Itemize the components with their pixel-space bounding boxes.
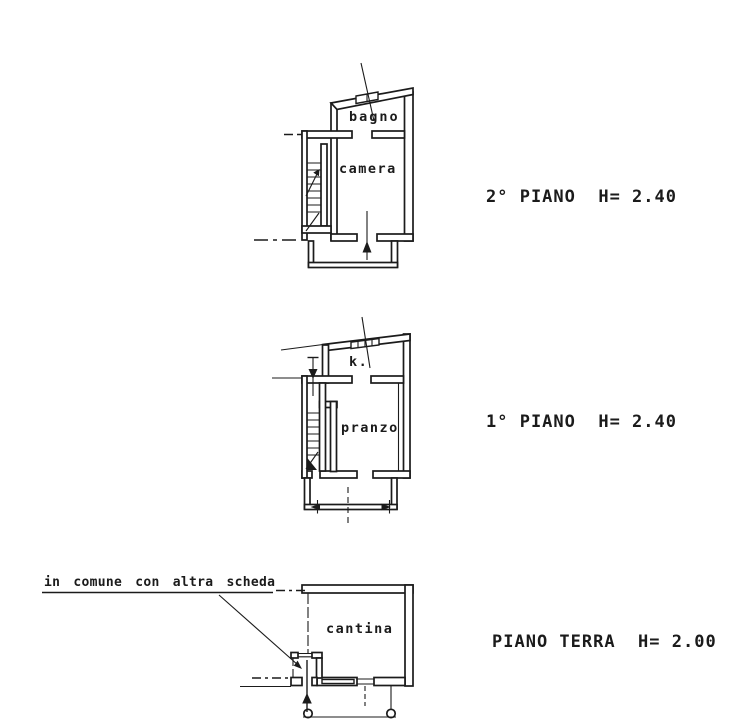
datum-dashes bbox=[240, 589, 309, 688]
shared-stair-room bbox=[290, 651, 323, 687]
porch-columns bbox=[302, 686, 397, 719]
partition-walls bbox=[301, 130, 406, 139]
floor-label-first-floor: 1° PIANO H= 2.40 bbox=[486, 412, 677, 432]
leader-line bbox=[361, 316, 371, 369]
staircase bbox=[301, 375, 327, 479]
datum-dashes bbox=[254, 133, 302, 241]
room-label-camera: camera bbox=[339, 161, 397, 177]
outer-walls bbox=[280, 333, 411, 479]
entrance-arrow bbox=[307, 356, 319, 396]
window bbox=[355, 91, 379, 105]
floor-label-second-floor: 2° PIANO H= 2.40 bbox=[486, 187, 677, 207]
staircase bbox=[301, 130, 332, 241]
balcony bbox=[303, 477, 398, 514]
leader-line bbox=[360, 62, 375, 122]
room-label-cantina: cantina bbox=[326, 621, 394, 637]
room-label-pranzo: pranzo bbox=[341, 420, 399, 436]
entrance-arrow bbox=[302, 660, 312, 712]
shared-with-other-sheet-note: in comune con altra scheda bbox=[44, 575, 276, 590]
plan-second-floor bbox=[254, 62, 414, 269]
balcony bbox=[307, 240, 399, 269]
window bbox=[350, 337, 380, 350]
plan-ground-floor bbox=[42, 584, 414, 719]
room-label-kitchen: k. bbox=[349, 354, 369, 370]
room-label-bagno: bagno bbox=[349, 109, 400, 125]
plan-first-floor bbox=[272, 316, 411, 526]
entrance-arrow bbox=[362, 211, 372, 260]
floor-label-ground-floor: PIANO TERRA H= 2.00 bbox=[492, 632, 717, 652]
leader-line bbox=[218, 594, 302, 669]
outer-walls bbox=[301, 584, 414, 687]
